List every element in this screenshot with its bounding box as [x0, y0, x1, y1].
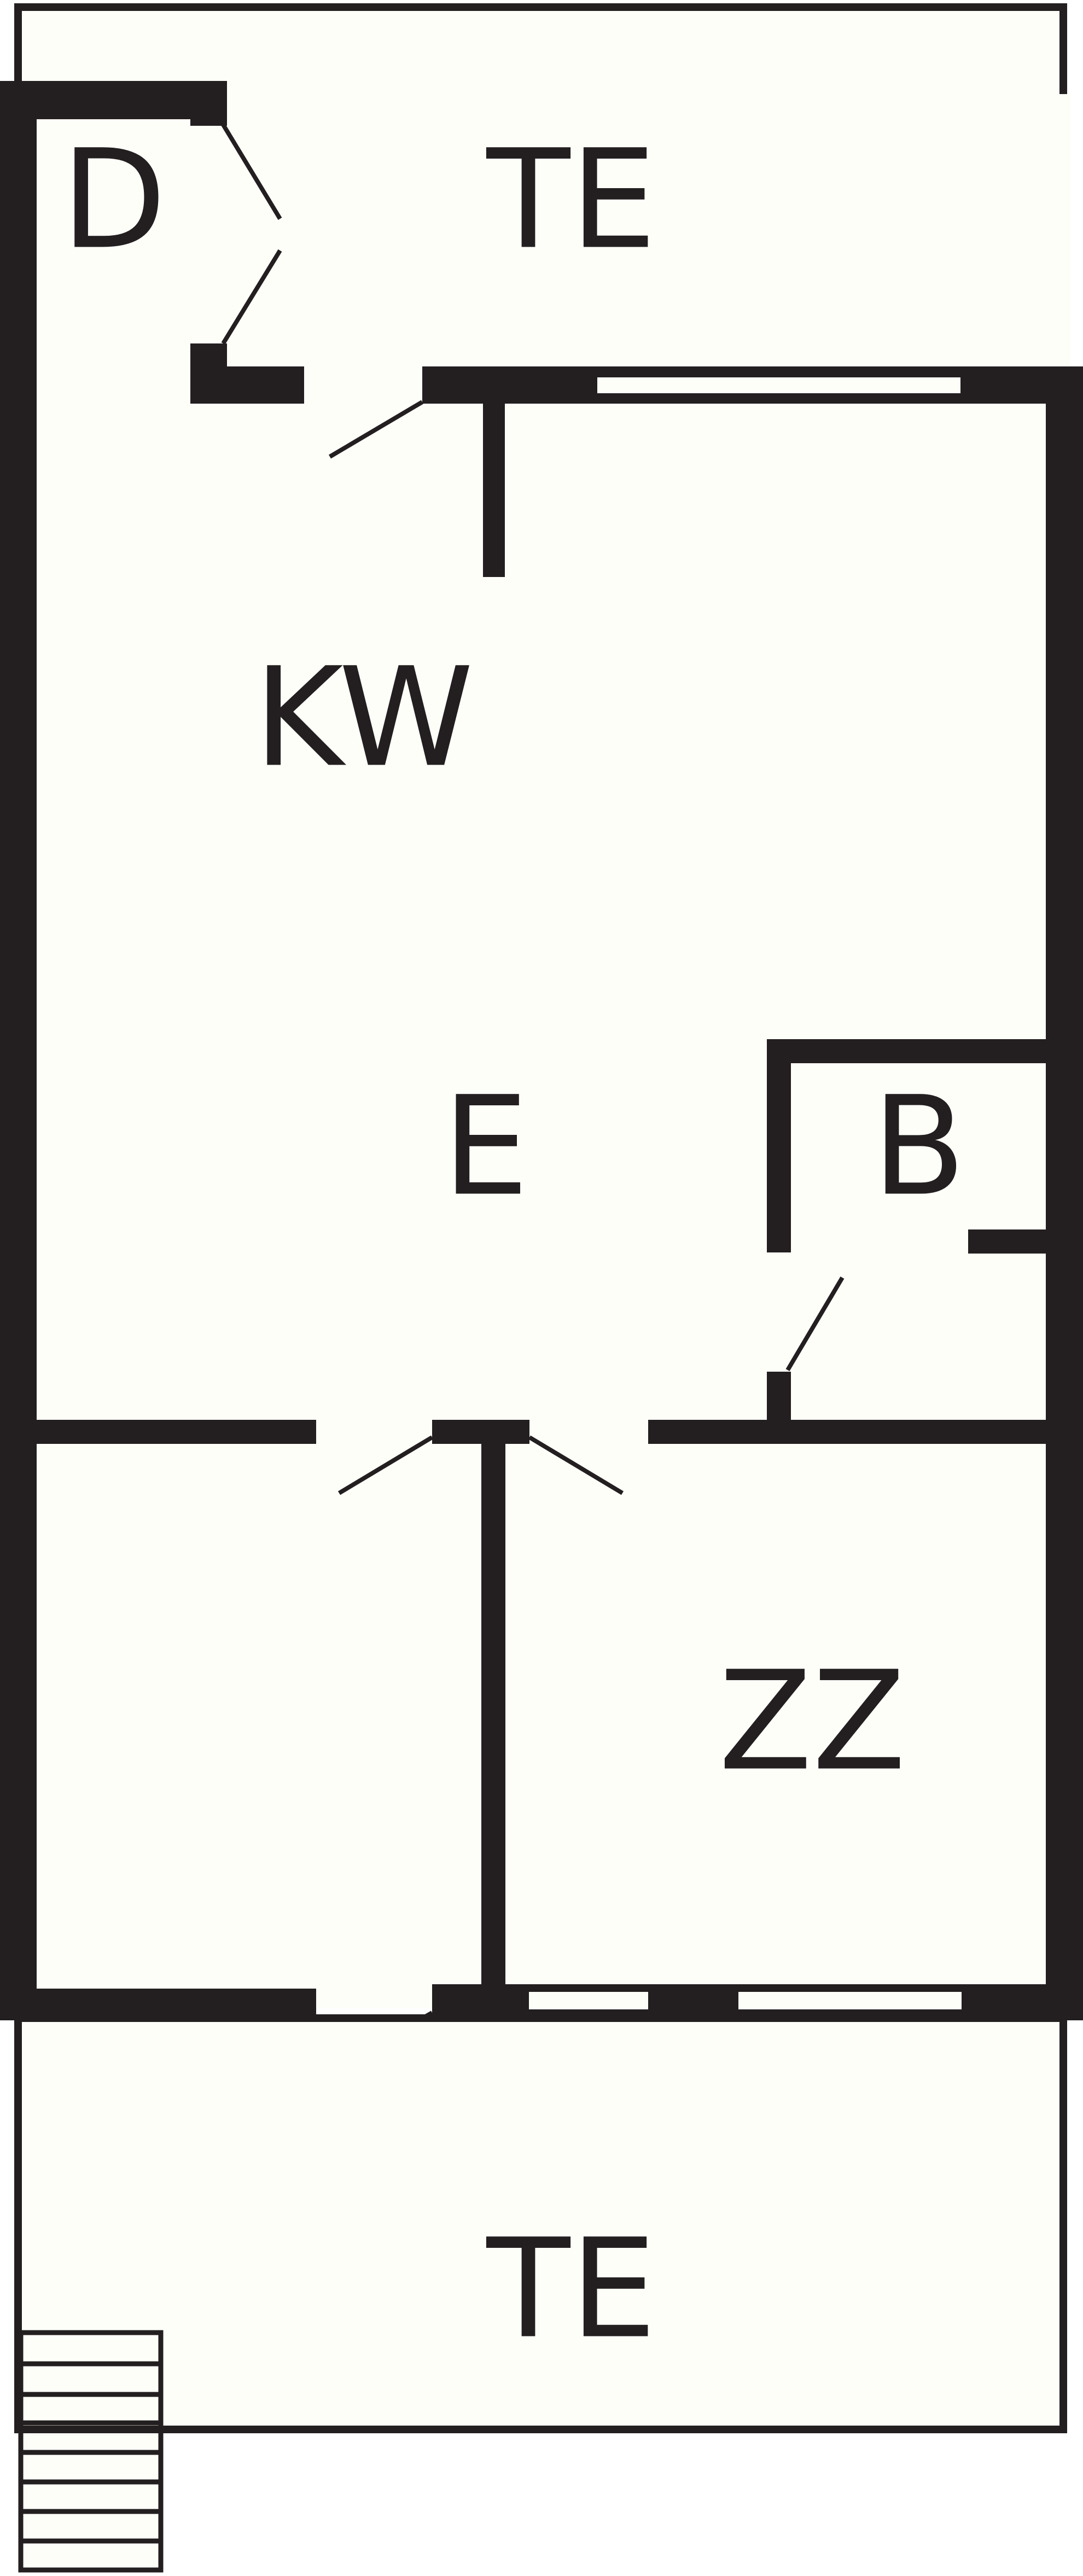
wall-kitchen-top-left [190, 366, 304, 404]
wall-bathroom-stub [968, 1229, 1056, 1254]
window-bedroom-left [527, 1990, 650, 2012]
terrace-bottom-edge [14, 2426, 1067, 2433]
wall-bathroom-inner-right [1052, 1061, 1083, 1444]
room-label-terrace-bottom: TE [486, 2210, 657, 2369]
wall-mid-1 [0, 1420, 316, 1444]
wall-mid-3 [648, 1420, 1083, 1444]
wall-bedroom-right [1046, 1438, 1083, 2018]
wall-left [0, 81, 37, 2018]
wall-storage-right-upper [190, 81, 227, 126]
wall-storage-top [0, 81, 227, 119]
room-label-bathroom: B [872, 1067, 966, 1226]
terrace-bottom [14, 2014, 1067, 2433]
wall-kitchen-stub [483, 402, 505, 577]
wall-left-inner-lower [22, 1438, 30, 2018]
room-label-storage: D [61, 120, 167, 279]
wall-bathroom-left-upper [767, 1039, 791, 1252]
room-label-terrace-top: TE [486, 120, 657, 279]
room-label-kitchen-living: KW [254, 638, 474, 797]
room-label-hall: E [442, 1067, 529, 1226]
window-kitchen [595, 375, 963, 395]
window-bedroom-right [736, 1990, 964, 2012]
stairs [18, 2330, 164, 2573]
wall-lower-divider [481, 1438, 505, 2018]
wall-bathroom-top [767, 1039, 1083, 1063]
room-label-bedroom: ZZ [719, 1642, 906, 1801]
wall-mid-2 [432, 1420, 529, 1444]
